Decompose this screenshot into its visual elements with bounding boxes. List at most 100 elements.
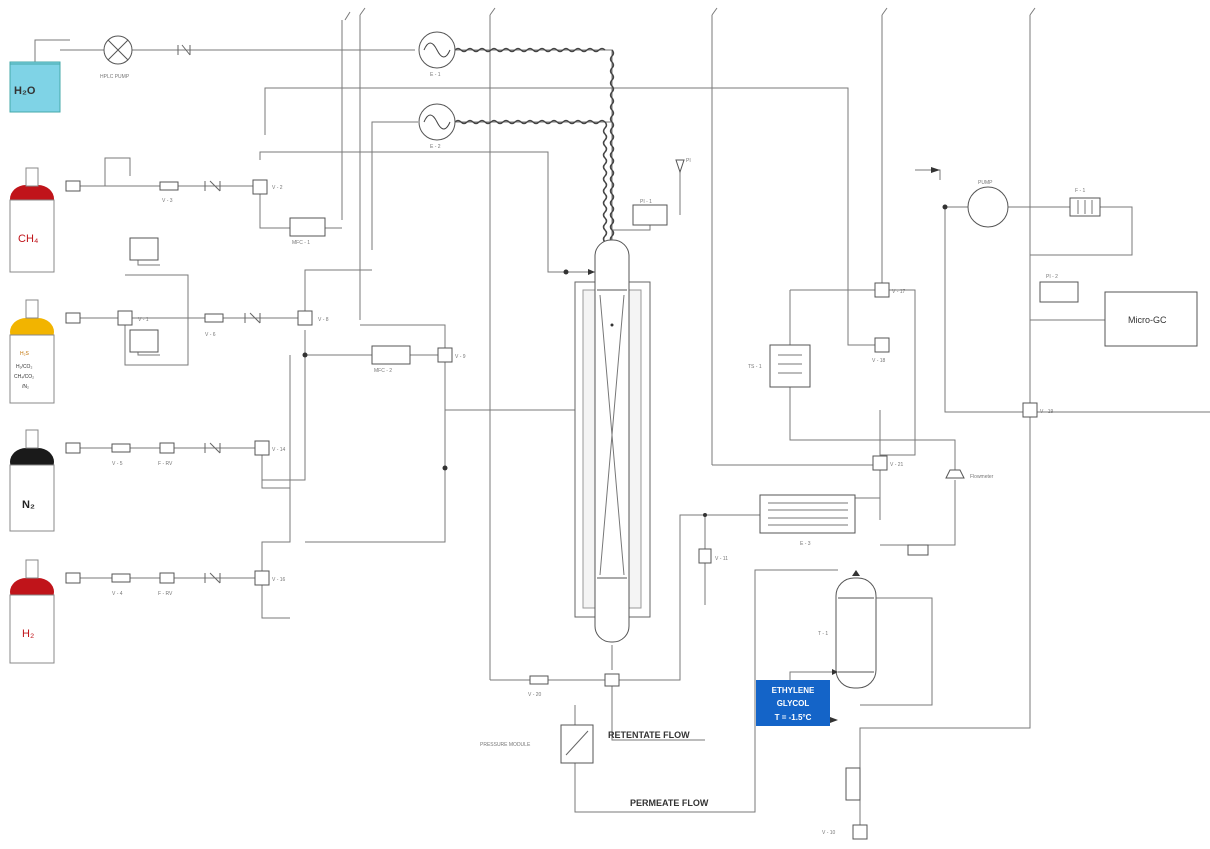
v2-label: V - 2 — [272, 185, 283, 191]
valve-v4: V - 4 — [111, 573, 131, 597]
v9-label: V - 9 — [455, 354, 466, 360]
check-valve-mixture — [244, 312, 261, 324]
safety-valve-pi: PI — [675, 158, 691, 174]
separator-t1: T - 1 — [818, 570, 877, 689]
heat-tracing-1 — [454, 47, 615, 243]
valve-v20: V - 20 — [528, 675, 549, 698]
permeate-flow-label: PERMEATE FLOW — [630, 798, 709, 808]
check-valve-ch4 — [204, 180, 221, 192]
filter-f1: F - 1 — [1069, 188, 1101, 217]
hplc-pump: HPLC PUMP — [100, 35, 133, 80]
pressure-gauge-b — [129, 329, 159, 353]
v11-label: V - 11 — [715, 556, 728, 562]
v4b-label: F - RV — [158, 591, 173, 597]
pressure-module-label: PRESSURE MODULE — [480, 742, 531, 748]
v17-label: V - 17 — [892, 289, 906, 295]
heater-e1: E - 1 — [418, 31, 456, 78]
valve-v1: V - 1 — [117, 310, 149, 326]
v14-label: V - 14 — [272, 447, 286, 453]
glycol-line-2: GLYCOL — [777, 699, 810, 708]
ch4-cylinder: CH₄ — [9, 167, 55, 273]
heat-exchanger-e3: E - 3 — [759, 494, 856, 547]
pump-label: PUMP — [978, 180, 993, 186]
v21-label: V - 21 — [890, 462, 904, 468]
pressure-module: PRESSURE MODULE — [480, 724, 594, 764]
filter-pi2 — [907, 544, 929, 556]
regulator-h2 — [65, 572, 81, 584]
water-fill — [9, 61, 61, 113]
mixture-line-3: CH₄/CO₂ — [14, 374, 34, 380]
membrane-reactor — [574, 239, 651, 643]
relief-valve-n2: F - RV — [158, 442, 175, 467]
valve-v11: V - 11 — [698, 548, 728, 564]
ethylene-glycol-box: ETHYLENE GLYCOL T = -1.5°C — [756, 680, 830, 726]
glycol-inlet-arrow — [832, 669, 838, 675]
v4-label: V - 4 — [112, 591, 123, 597]
valve-v5: V - 5 — [111, 443, 131, 467]
ts1-label: TS - 1 — [748, 364, 762, 370]
mixture-cylinder: H₂S H₂/CO₂ CH₄/CO₂ /N₂ — [9, 299, 55, 404]
v19-label: V - 19 — [1040, 409, 1054, 415]
valve-v14: V - 14 — [254, 440, 286, 456]
check-valve-water — [177, 44, 191, 56]
separator-inlet-arrow — [830, 717, 838, 723]
reactor-inlet-arrow — [588, 269, 595, 275]
h2-cylinder: H₂ — [9, 559, 55, 664]
hplc-pump-label: HPLC PUMP — [100, 74, 130, 80]
valve-v12 — [604, 673, 620, 687]
v5-label: V - 5 — [112, 461, 123, 467]
t1-label: T - 1 — [818, 631, 828, 637]
glycol-line-1: ETHYLENE — [772, 686, 815, 695]
v1-label: V - 1 — [138, 317, 149, 323]
valve-v21: V - 21 — [872, 455, 904, 471]
valve-v16: V - 16 — [254, 570, 286, 586]
pressure-indicator-pi2: PI - 2 — [1039, 274, 1079, 303]
v3-label: V - 3 — [162, 198, 173, 204]
inlet-arrow-right — [931, 167, 940, 173]
glycol-box-fill — [756, 680, 830, 726]
n2-label: N₂ — [22, 499, 35, 511]
valve-v8: V - 8 — [297, 310, 329, 326]
e1-label: E - 1 — [430, 72, 441, 78]
regulator-mixture — [65, 312, 81, 324]
f1-label: F - 1 — [1075, 188, 1085, 194]
n2-cylinder: N₂ — [9, 429, 55, 532]
mixture-line-2: H₂/CO₂ — [16, 364, 32, 370]
mixture-line-4: /N₂ — [22, 384, 29, 390]
h2-label: H₂ — [22, 628, 34, 640]
e3-label: E - 3 — [800, 541, 811, 547]
valve-v19: V - 19 — [1022, 402, 1054, 418]
e2-label: E - 2 — [430, 144, 441, 150]
mfc-2: MFC - 2 — [371, 345, 411, 374]
v5b-label: F - RV — [158, 461, 173, 467]
glycol-line-3: T = -1.5°C — [775, 713, 812, 722]
node-v11 — [703, 513, 707, 517]
mfc2-label: MFC - 2 — [374, 368, 392, 374]
valve-v6: V - 6 — [204, 313, 224, 338]
pressure-gauge-a — [129, 237, 159, 261]
valve-v10: V - 10 — [822, 824, 868, 840]
v16-label: V - 16 — [272, 577, 286, 583]
valve-v9: V - 9 — [437, 347, 466, 363]
relief-valve-h2: F - RV — [158, 572, 175, 597]
node-pump-inlet — [942, 204, 948, 210]
reactor-inlet-node — [563, 269, 569, 275]
ch4-label: CH₄ — [18, 233, 39, 245]
valve-v17: V - 17 — [874, 282, 906, 298]
micro-gc: Micro-GC — [1104, 291, 1198, 347]
regulator-n2 — [65, 442, 81, 454]
v8-label: V - 8 — [318, 317, 329, 323]
heater-e2: E - 2 — [418, 103, 456, 150]
valve-v18: V - 18 — [872, 337, 890, 364]
valve-v2: V - 2 — [252, 179, 283, 195]
flowmeter: Flowmeter — [945, 469, 994, 480]
v6-label: V - 6 — [205, 332, 216, 338]
mixture-line-1: H₂S — [20, 351, 30, 357]
flowmeter-label: Flowmeter — [970, 474, 994, 480]
retentate-flow-label: RETENTATE FLOW — [608, 730, 690, 740]
pi-label: PI — [686, 158, 691, 164]
junction-node-2 — [442, 465, 448, 471]
water-label: H₂O — [14, 85, 36, 97]
water-tank: H₂O — [9, 61, 61, 113]
